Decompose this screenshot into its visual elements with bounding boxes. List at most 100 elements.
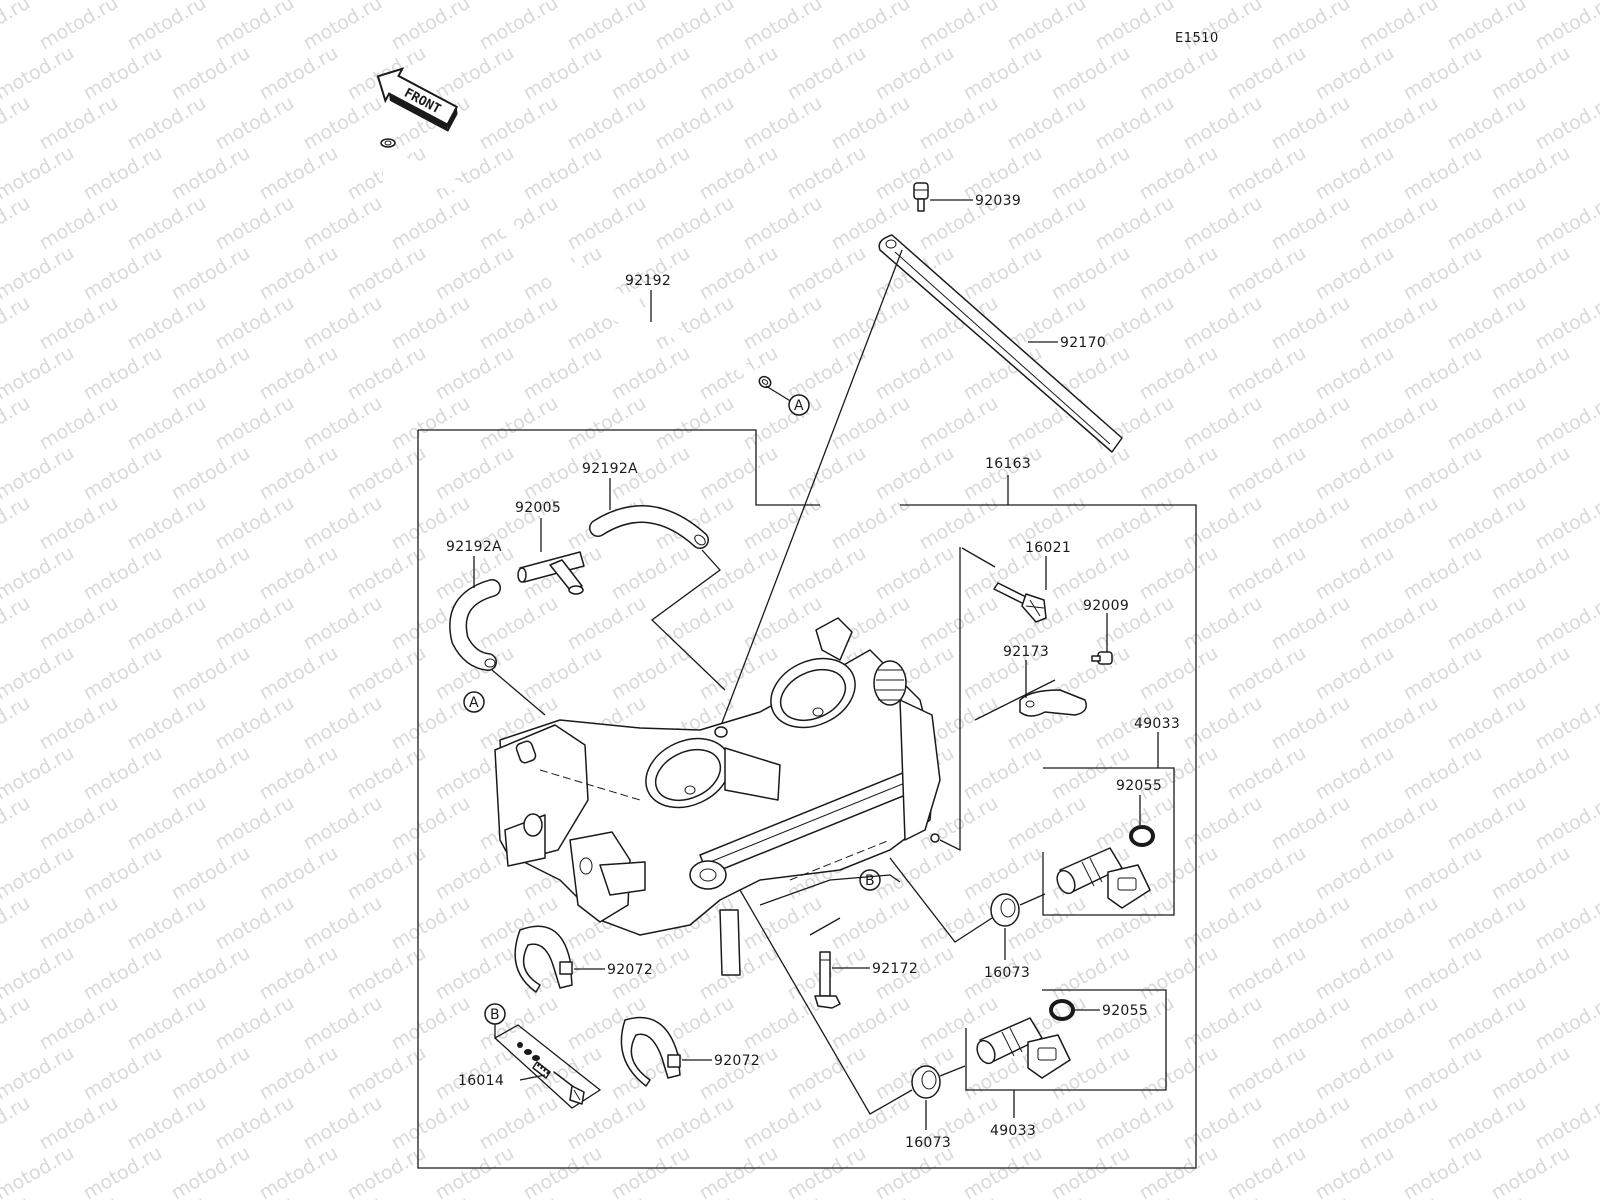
watermark-text: motod.ru xyxy=(1488,942,1574,1005)
watermark-text: motod.ru xyxy=(1224,42,1310,105)
watermark-text: motod.ru xyxy=(168,742,254,805)
watermark-text: motod.ru xyxy=(1532,1092,1600,1155)
watermark-text: motod.ru xyxy=(1488,142,1574,205)
watermark-text: motod.ru xyxy=(256,242,342,305)
watermark-text: motod.ru xyxy=(36,692,122,755)
watermark-text: motod.ru xyxy=(1268,1192,1354,1200)
watermark-text: motod.ru xyxy=(740,592,826,655)
watermark-text: motod.ru xyxy=(1312,842,1398,905)
watermark-text: motod.ru xyxy=(256,442,342,505)
hose-92192A-top xyxy=(589,505,709,549)
watermark-text: motod.ru xyxy=(1488,1042,1574,1105)
watermark-text: motod.ru xyxy=(784,142,870,205)
watermark-text: motod.ru xyxy=(168,342,254,405)
watermark-text: motod.ru xyxy=(1356,1192,1442,1200)
watermark-text: motod.ru xyxy=(0,492,34,555)
watermark-text: motod.ru xyxy=(1004,92,1090,155)
watermark-text: motod.ru xyxy=(212,892,298,955)
watermark-text: motod.ru xyxy=(124,492,210,555)
watermark-text: motod.ru xyxy=(784,42,870,105)
watermark-text: motod.ru xyxy=(212,592,298,655)
watermark-text: motod.ru xyxy=(916,892,1002,955)
watermark-text: motod.ru xyxy=(256,342,342,405)
watermark-text: motod.ru xyxy=(300,892,386,955)
callout-a-top xyxy=(788,394,810,416)
watermark-text: motod.ru xyxy=(1444,0,1530,54)
watermark-text: motod.ru xyxy=(124,792,210,855)
callout-b-kit-label: B xyxy=(490,1007,500,1023)
watermark-text: motod.ru xyxy=(960,442,1046,505)
watermark-text: motod.ru xyxy=(1312,242,1398,305)
watermark-text: motod.ru xyxy=(1180,592,1266,655)
watermark-text: motod.ru xyxy=(36,892,122,955)
watermark-text: motod.ru xyxy=(520,42,606,105)
watermark-text: motod.ru xyxy=(300,1092,386,1155)
watermark-text: motod.ru xyxy=(1136,142,1222,205)
watermark-text: motod.ru xyxy=(564,1192,650,1200)
watermark-text: motod.ru xyxy=(564,0,650,54)
watermark-text: motod.ru xyxy=(696,442,782,505)
watermark-text: motod.ru xyxy=(388,992,474,1055)
watermark-text: motod.ru xyxy=(1488,342,1574,405)
watermark-text: motod.ru xyxy=(1356,792,1442,855)
watermark-text: motod.ru xyxy=(1444,592,1530,655)
watermark-text: motod.ru xyxy=(1136,842,1222,905)
watermark-text: motod.ru xyxy=(1488,442,1574,505)
watermark-text: motod.ru xyxy=(1004,1192,1090,1200)
band-92072-upper xyxy=(514,925,573,993)
watermark-text: motod.ru xyxy=(1444,792,1530,855)
watermark-text: motod.ru xyxy=(1048,942,1134,1005)
watermark-text: motod.ru xyxy=(1268,992,1354,1055)
watermark-text: motod.ru xyxy=(0,692,34,755)
watermark-text: motod.ru xyxy=(1092,0,1178,54)
watermark-text: motod.ru xyxy=(1312,942,1398,1005)
watermark-text: motod.ru xyxy=(1268,92,1354,155)
watermark-text: motod.ru xyxy=(1488,742,1574,805)
watermark-text: motod.ru xyxy=(1312,442,1398,505)
watermark-text: motod.ru xyxy=(388,192,474,255)
watermark-text: motod.ru xyxy=(1488,642,1574,705)
watermark-text: motod.ru xyxy=(1400,242,1486,305)
watermark-text: motod.ru xyxy=(828,292,914,355)
throttle-body-assembly xyxy=(494,617,941,976)
watermark-text: motod.ru xyxy=(124,892,210,955)
watermark-text: motod.ru xyxy=(1312,1142,1398,1200)
watermark-text: motod.ru xyxy=(1488,242,1574,305)
watermark-text: motod.ru xyxy=(1224,1142,1310,1200)
watermark-text: motod.ru xyxy=(872,42,958,105)
watermark-text: motod.ru xyxy=(1400,742,1486,805)
watermark-text: motod.ru xyxy=(652,392,738,455)
watermark-text: motod.ru xyxy=(1400,142,1486,205)
watermark-text: motod.ru xyxy=(36,292,122,355)
watermark-text: motod.ru xyxy=(388,292,474,355)
watermark-text: motod.ru xyxy=(168,142,254,205)
watermark-text: motod.ru xyxy=(476,92,562,155)
part-label-16014: 16014 xyxy=(458,1073,504,1089)
part-label-92055-bottom: 92055 xyxy=(1102,1003,1148,1019)
watermark-text: motod.ru xyxy=(80,542,166,605)
watermark-text: motod.ru xyxy=(256,1142,342,1200)
watermark-text: motod.ru xyxy=(1092,92,1178,155)
watermark-text: motod.ru xyxy=(828,0,914,54)
watermark-text: motod.ru xyxy=(916,1192,1002,1200)
watermark-text: motod.ru xyxy=(0,442,78,505)
watermark-text: motod.ru xyxy=(300,92,386,155)
watermark-text: motod.ru xyxy=(168,842,254,905)
part-label-92055-top: 92055 xyxy=(1116,778,1162,794)
o-ring-92055-top xyxy=(1129,825,1155,847)
band-92072-lower xyxy=(620,1016,681,1087)
watermark-text: motod.ru xyxy=(300,392,386,455)
watermark-text: motod.ru xyxy=(0,542,78,605)
watermark-text: motod.ru xyxy=(1180,292,1266,355)
watermark-text: motod.ru xyxy=(1444,392,1530,455)
watermark-text: motod.ru xyxy=(0,1142,78,1200)
watermark-text: motod.ru xyxy=(256,642,342,705)
watermark-text: motod.ru xyxy=(1224,342,1310,405)
watermark-text: motod.ru xyxy=(608,1142,694,1200)
watermark-text: motod.ru xyxy=(1180,1192,1266,1200)
watermark-text: motod.ru xyxy=(1532,392,1600,455)
watermark-text: motod.ru xyxy=(344,342,430,405)
watermark-text: motod.ru xyxy=(1224,842,1310,905)
watermark-text: motod.ru xyxy=(1444,992,1530,1055)
